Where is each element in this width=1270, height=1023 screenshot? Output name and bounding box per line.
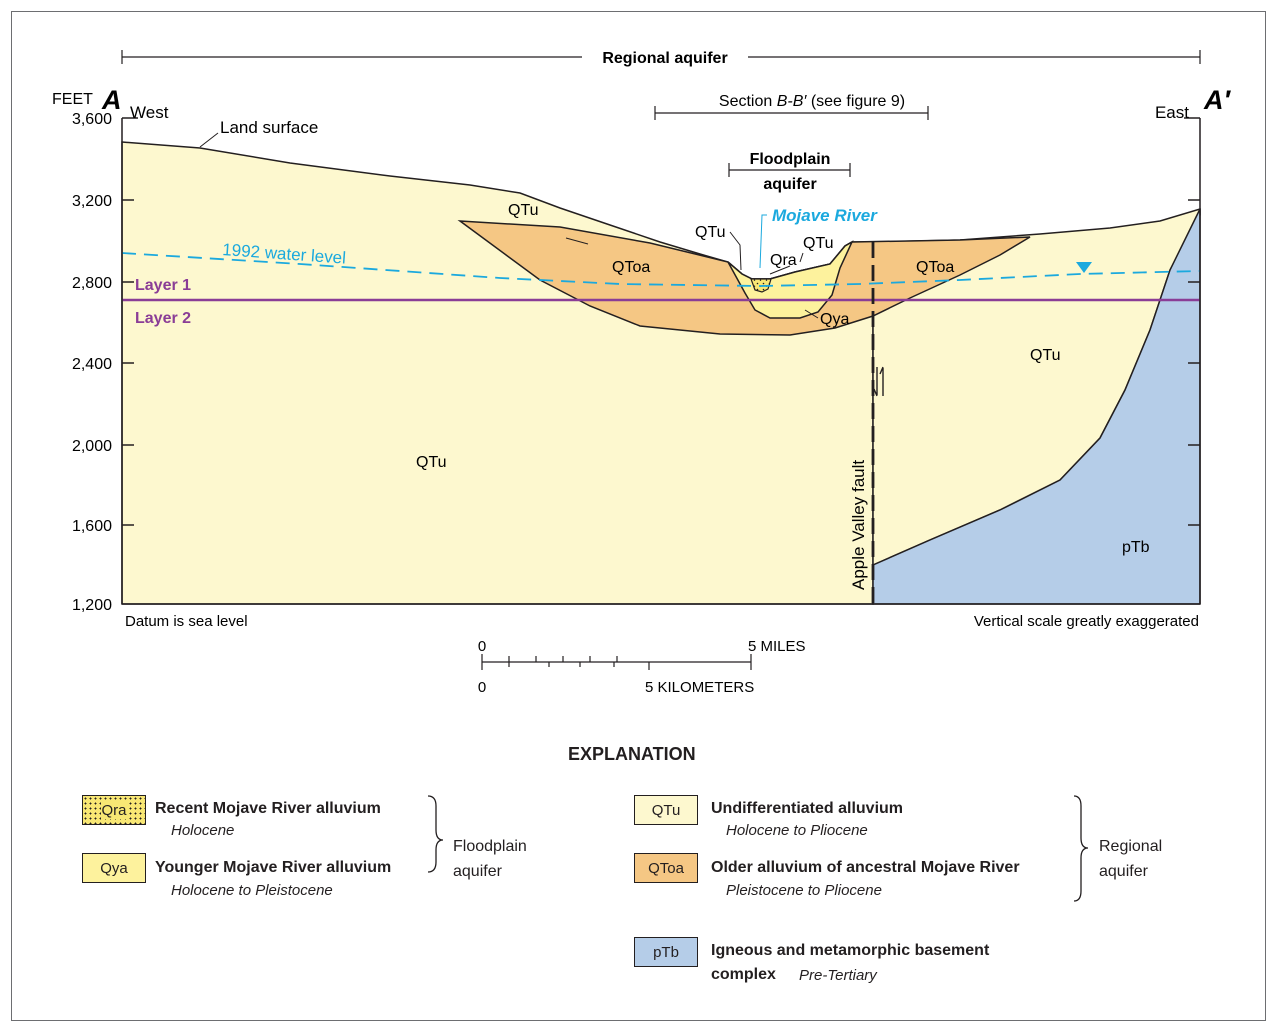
unit-qtu-west <box>121 141 874 605</box>
qra-label: Qra <box>770 252 797 269</box>
legend-name-ptb-line1: Igneous and metamorphic basement <box>711 942 990 959</box>
land-surface-label: Land surface <box>220 118 318 137</box>
legend-age-qya: Holocene to Pleistocene <box>171 882 333 899</box>
qtu-label-river-left: QTu <box>695 224 726 241</box>
tick-label-2000: 2,000 <box>72 438 112 455</box>
mojave-river-leader <box>759 214 767 269</box>
tick-label-3200: 3,200 <box>72 193 112 210</box>
scale-km-label: 5 KILOMETERS <box>645 679 754 696</box>
fault-label: Apple Valley fault <box>849 460 868 590</box>
qya-leader <box>804 309 819 319</box>
tick-label-1600: 1,600 <box>72 518 112 535</box>
legend-swatch-ptb: pTb <box>634 937 698 967</box>
legend-age-qra: Holocene <box>171 822 235 839</box>
tick-label-2400: 2,400 <box>72 356 112 373</box>
floodplain-brace <box>427 795 444 873</box>
floodplain-aquifer-bracket <box>728 163 851 177</box>
axis-unit-label: FEET <box>52 91 93 108</box>
legend-code-qya: Qya <box>100 859 128 877</box>
scale-km-zero: 0 <box>478 679 486 696</box>
contact-arrow <box>565 237 589 245</box>
legend-name-qtu: Undifferentiated alluvium <box>711 800 904 817</box>
tick-label-1200: 1,200 <box>72 597 112 614</box>
legend-code-qra: Qra <box>101 801 127 819</box>
mojave-river-label: Mojave River <box>772 206 878 225</box>
qtu-leader <box>729 231 742 271</box>
regional-group-label-2: aquifer <box>1099 863 1148 880</box>
floodplain-group-label-2: aquifer <box>453 863 502 880</box>
scale-miles-label: 5 MILES <box>748 638 806 655</box>
west-label: West <box>130 103 169 122</box>
legend-name-ptb-line2: complex <box>711 966 776 983</box>
exaggeration-label: Vertical scale greatly exaggerated <box>974 613 1199 630</box>
regional-group-label-1: Regional <box>1099 838 1163 855</box>
section-start-letter: A <box>101 85 122 115</box>
figure-frame <box>11 11 1266 1021</box>
qtoa-label-east: QToa <box>916 259 954 276</box>
legend-swatch-qra: Qra <box>82 795 146 825</box>
qtu-label-east: QTu <box>1030 347 1061 364</box>
legend-name-qya: Younger Mojave River alluvium <box>155 859 392 876</box>
qtu-leader <box>799 252 804 263</box>
legend-code-ptb: pTb <box>653 943 679 961</box>
datum-label: Datum is sea level <box>125 613 248 630</box>
floodplain-aquifer-label-2: aquifer <box>763 176 816 193</box>
qtu-label-west: QTu <box>416 454 447 471</box>
regional-aquifer-bracket <box>121 50 1201 64</box>
scale-miles-zero: 0 <box>478 638 486 655</box>
section-bb-label: Section B-B′ (see figure 9) <box>719 93 905 110</box>
explanation-title: EXPLANATION <box>568 744 696 764</box>
legend-name-qtoa: Older alluvium of ancestral Mojave River <box>711 859 1020 876</box>
floodplain-aquifer-label-1: Floodplain <box>750 151 831 168</box>
tick-marks <box>122 117 1200 526</box>
legend-swatch-qya: Qya <box>82 853 146 883</box>
qtu-label-river-right: QTu <box>803 235 834 252</box>
land-surface-leader <box>199 132 219 148</box>
qtu-label-upper-west: QTu <box>508 202 539 219</box>
legend-swatch-qtoa: QToa <box>634 853 698 883</box>
legend-code-qtoa: QToa <box>648 859 684 877</box>
scale-bar <box>481 654 752 670</box>
water-level-line <box>121 252 1201 287</box>
east-label: East <box>1155 103 1189 122</box>
ptb-label: pTb <box>1122 539 1150 556</box>
qtoa-label-west: QToa <box>612 259 650 276</box>
tick-label-3600: 3,600 <box>72 111 112 128</box>
legend-code-qtu: QTu <box>651 801 681 819</box>
contact-arrow <box>769 265 791 275</box>
layer-1-label: Layer 1 <box>135 277 191 294</box>
tick-label-2800: 2,800 <box>72 275 112 292</box>
regional-brace <box>1073 795 1089 902</box>
legend-age-qtoa: Pleistocene to Pliocene <box>726 882 882 899</box>
fault-motion-arrows <box>873 366 884 397</box>
legend-age-ptb: Pre-Tertiary <box>799 967 877 984</box>
section-end-letter: A′ <box>1203 85 1231 115</box>
section-bb-bracket <box>654 106 929 120</box>
qya-label: Qya <box>820 311 849 328</box>
floodplain-group-label-1: Floodplain <box>453 838 527 855</box>
layer-2-label: Layer 2 <box>135 310 191 327</box>
legend-age-qtu: Holocene to Pliocene <box>726 822 868 839</box>
legend-name-qra: Recent Mojave River alluvium <box>155 800 381 817</box>
legend-swatch-qtu: QTu <box>634 795 698 825</box>
regional-aquifer-label: Regional aquifer <box>602 50 727 67</box>
water-table-symbol <box>1076 262 1092 273</box>
